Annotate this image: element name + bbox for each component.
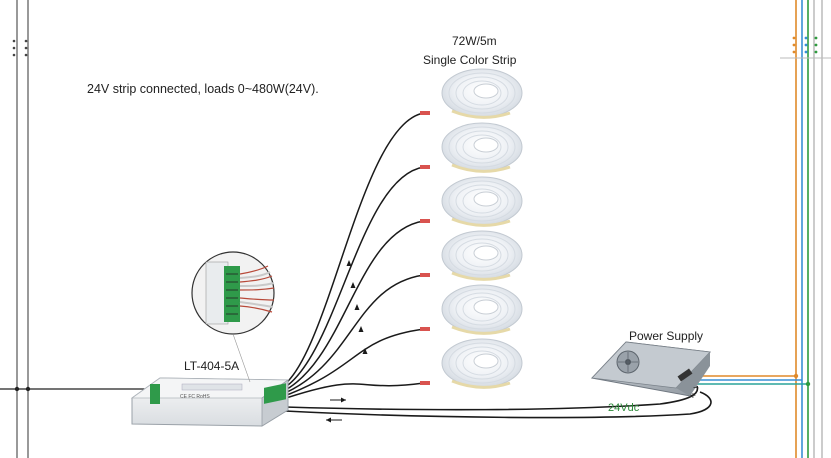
power-supply-label: Power Supply bbox=[629, 329, 704, 343]
strip-wire bbox=[279, 382, 425, 401]
led-strip-reel bbox=[441, 176, 523, 227]
flow-arrow bbox=[358, 326, 364, 332]
strip-connector bbox=[420, 219, 430, 223]
strip-wire bbox=[279, 274, 425, 396]
strip-wire bbox=[279, 166, 425, 392]
led-strip-reel bbox=[441, 284, 523, 335]
left-dotted-marker bbox=[12, 39, 28, 57]
led-strip-reel bbox=[441, 122, 523, 173]
power-supply-device bbox=[591, 341, 711, 397]
flow-arrow bbox=[350, 282, 356, 288]
polarity-negative: − bbox=[693, 383, 699, 394]
flow-arrow bbox=[354, 304, 360, 310]
strip-connector bbox=[420, 165, 430, 169]
strip-type-label: Single Color Strip bbox=[423, 53, 517, 67]
led-strip-reel bbox=[441, 230, 523, 281]
load-note: 24V strip connected, loads 0~480W(24V). bbox=[87, 82, 319, 96]
strip-wires bbox=[279, 111, 430, 401]
flow-arrow bbox=[346, 260, 352, 266]
power-wires bbox=[284, 385, 712, 419]
led-strip-reel bbox=[441, 68, 523, 119]
flow-arrow-return bbox=[326, 417, 342, 423]
strip-connector bbox=[420, 327, 430, 331]
strip-wire bbox=[279, 328, 425, 399]
led-strip-reel bbox=[441, 338, 523, 389]
controller-device: CE FC RoHS bbox=[130, 377, 290, 427]
psu-output-wires bbox=[690, 373, 811, 387]
led-strip-reels bbox=[441, 68, 523, 389]
strip-connector bbox=[420, 381, 430, 385]
left-bus-lines bbox=[0, 0, 160, 458]
flow-arrow-out bbox=[330, 397, 346, 403]
strip-connector bbox=[420, 273, 430, 277]
controller-model-label: LT-404-5A bbox=[184, 359, 240, 373]
strip-wire bbox=[279, 220, 425, 394]
voltage-label: 24Vdc bbox=[608, 402, 640, 414]
strip-wattage-label: 72W/5m bbox=[452, 34, 497, 48]
right-dotted-marker bbox=[792, 36, 818, 54]
strip-connector bbox=[420, 111, 430, 115]
strip-wire bbox=[279, 112, 425, 389]
polarity-positive: + bbox=[690, 391, 696, 402]
terminal-zoom-inset bbox=[191, 251, 275, 383]
controller-marks: CE FC RoHS bbox=[180, 394, 210, 400]
right-bus-lines bbox=[780, 0, 831, 458]
flow-arrow bbox=[362, 348, 368, 354]
